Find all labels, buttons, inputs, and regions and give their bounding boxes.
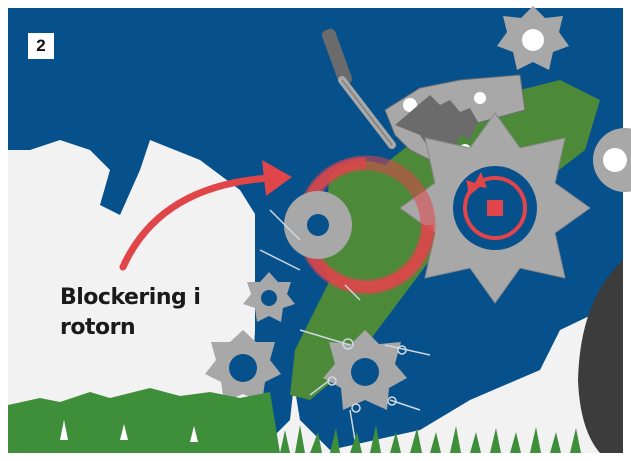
spring-wires: [259, 209, 431, 441]
rotor-gear: [399, 112, 591, 304]
small-gear-left: [243, 272, 295, 322]
callout-arrow: [119, 160, 292, 271]
large-gear-bottom-left: [205, 330, 281, 402]
callout-line-2: rotorn: [60, 315, 136, 340]
idler-pulley: [284, 191, 352, 259]
tire: [578, 260, 623, 453]
callout-line-1: Blockering i: [60, 285, 201, 310]
grass-highlights: [60, 420, 198, 442]
gear-bottom-center: [323, 330, 407, 410]
teeth-blade: [395, 95, 478, 150]
step-number-badge: 2: [28, 33, 54, 59]
lever-handle: [321, 28, 396, 149]
grass-blades: [280, 425, 581, 453]
top-gear: [497, 6, 569, 70]
right-edge-gear: [593, 128, 631, 192]
rotation-arrow-icon: [473, 172, 487, 188]
grass-strip: [8, 388, 280, 453]
blockage-callout-label: Blockering i rotorn: [60, 283, 230, 343]
